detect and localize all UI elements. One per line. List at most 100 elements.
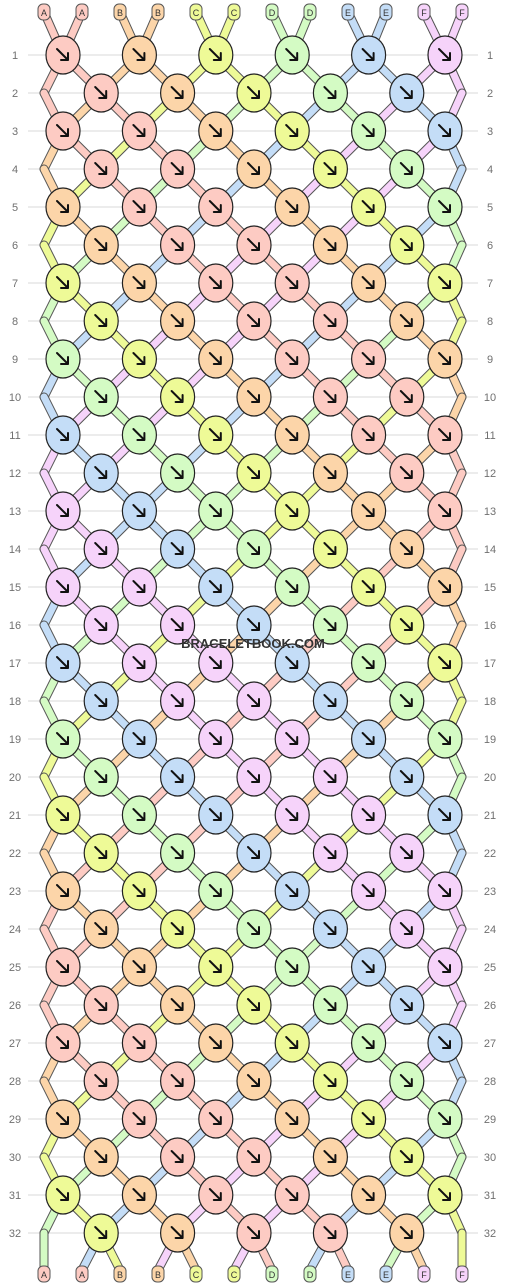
arrow-down-right-icon [170,1226,184,1239]
string-label-top-tag [455,3,469,21]
string-label-bottom-tag [417,1265,431,1283]
arrow-down-right-icon [323,314,337,327]
arrow-down-right-icon [438,124,451,137]
string-label-top: E [345,8,351,18]
string-label-bottom-tag [37,1265,51,1283]
arrow-down-right-icon [94,846,108,859]
arrow-down-right-icon [438,808,451,821]
arrow-down-right-icon [208,428,222,441]
arrow-down-right-icon [399,694,413,707]
arrow-down-right-icon [208,1036,222,1049]
arrow-down-right-icon [56,884,69,897]
arrow-down-right-icon [285,1188,299,1201]
arrow-down-right-icon [285,1112,299,1125]
row-number-right: 32 [484,1228,496,1240]
arrow-down-right-icon [132,200,146,213]
arrow-down-right-icon [247,466,260,479]
arrow-down-right-icon [132,580,146,593]
arrow-down-right-icon [247,1074,260,1087]
arrow-down-right-icon [285,884,299,897]
arrow-down-right-icon [438,276,451,289]
arrow-down-right-icon [208,276,222,289]
arrow-down-right-icon [323,466,337,479]
arrow-down-right-icon [361,352,375,365]
arrow-down-right-icon [399,390,413,403]
row-number-left: 29 [9,1114,21,1126]
arrow-down-right-icon [323,1226,337,1239]
arrow-down-right-icon [170,162,184,175]
arrow-down-right-icon [208,352,222,365]
string-label-top-tag [113,3,127,21]
arrow-down-right-icon [247,1226,260,1239]
arrow-down-right-icon [247,770,260,783]
row-number-left: 30 [9,1152,21,1164]
string-label-bottom: F [421,1270,427,1280]
arrow-down-right-icon [323,542,337,555]
arrow-down-right-icon [361,656,375,669]
arrow-down-right-icon [285,808,299,821]
arrow-down-right-icon [208,808,222,821]
string-label-bottom-tag [265,1265,279,1283]
row-number-right: 12 [484,468,496,480]
string-label-bottom: E [345,1270,351,1280]
arrow-down-right-icon [94,1074,108,1087]
arrow-down-right-icon [399,1074,413,1087]
string-label-top-tag [417,3,431,21]
string-label-bottom: A [41,1270,47,1280]
arrow-down-right-icon [132,960,146,973]
arrow-down-right-icon [132,276,146,289]
string-label-bottom-tag [151,1265,165,1283]
string-label-top: B [155,8,161,18]
arrow-down-right-icon [170,770,184,783]
arrow-down-right-icon [132,124,146,137]
arrow-down-right-icon [399,922,413,935]
arrow-down-right-icon [361,48,375,61]
row-number-right: 3 [487,126,493,138]
row-number-right: 16 [484,620,496,632]
row-number-right: 29 [484,1114,496,1126]
arrow-down-right-icon [208,656,222,669]
arrow-down-right-icon [94,1226,108,1239]
arrow-down-right-icon [247,314,260,327]
string-label-bottom: A [79,1270,85,1280]
arrow-down-right-icon [56,960,69,973]
arrow-down-right-icon [56,1112,69,1125]
arrow-down-right-icon [94,542,108,555]
string-label-top: E [383,8,389,18]
string-label-bottom-tag [379,1265,393,1283]
row-number-left: 9 [12,354,18,366]
arrow-down-right-icon [247,618,260,631]
arrow-down-right-icon [361,808,375,821]
row-number-left: 1 [12,50,18,62]
arrow-down-right-icon [323,770,337,783]
row-number-left: 3 [12,126,18,138]
arrow-down-right-icon [399,618,413,631]
arrow-down-right-icon [132,1112,146,1125]
arrow-down-right-icon [285,732,299,745]
string-label-bottom-tag [75,1265,89,1283]
row-number-left: 12 [9,468,21,480]
string-label-bottom: E [383,1270,389,1280]
row-number-left: 19 [9,734,21,746]
row-number-right: 2 [487,88,493,100]
row-number-left: 16 [9,620,21,632]
string-label-bottom: B [117,1270,123,1280]
arrow-down-right-icon [285,352,299,365]
arrow-down-right-icon [323,1074,337,1087]
arrow-down-right-icon [399,162,413,175]
arrow-down-right-icon [361,732,375,745]
row-number-left: 2 [12,88,18,100]
row-number-right: 15 [484,582,496,594]
row-number-left: 24 [9,924,21,936]
row-number-left: 14 [9,544,21,556]
arrow-down-right-icon [361,200,375,213]
row-number-right: 5 [487,202,493,214]
arrow-down-right-icon [399,238,413,251]
arrow-down-right-icon [361,276,375,289]
arrow-down-right-icon [208,48,222,61]
arrow-down-right-icon [132,428,146,441]
arrow-down-right-icon [247,238,260,251]
string-label-bottom: D [269,1270,276,1280]
